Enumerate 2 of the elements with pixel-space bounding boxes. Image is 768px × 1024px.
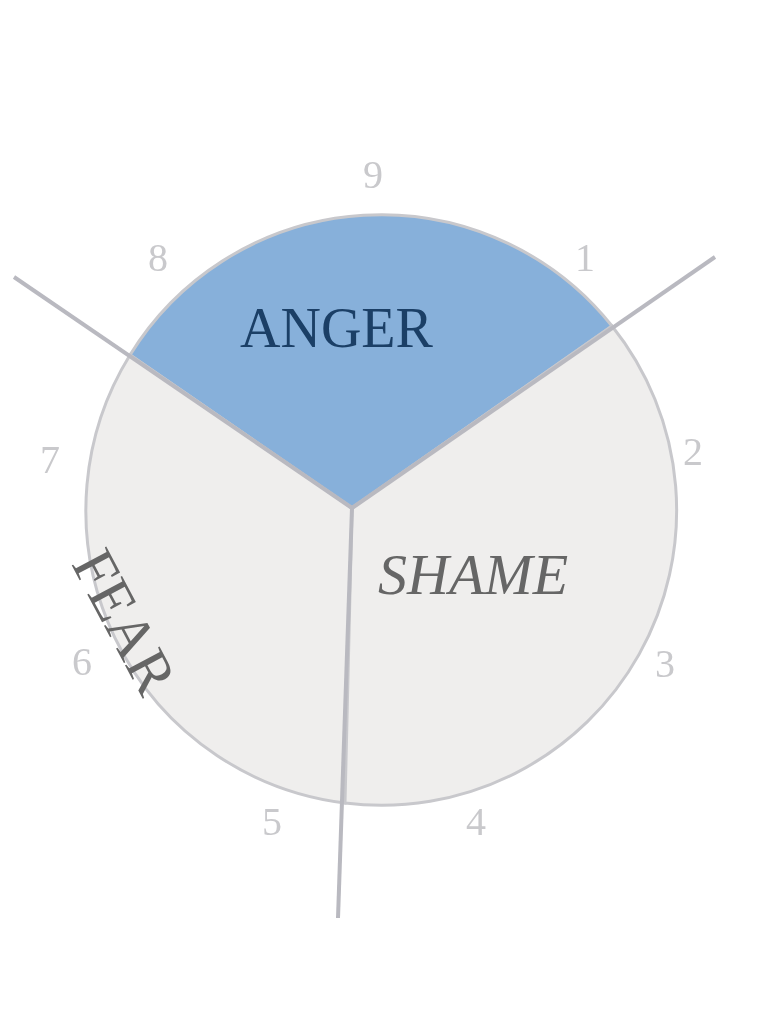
sector-label: ANGER [240, 300, 433, 356]
sector-label: SHAME [378, 546, 569, 604]
